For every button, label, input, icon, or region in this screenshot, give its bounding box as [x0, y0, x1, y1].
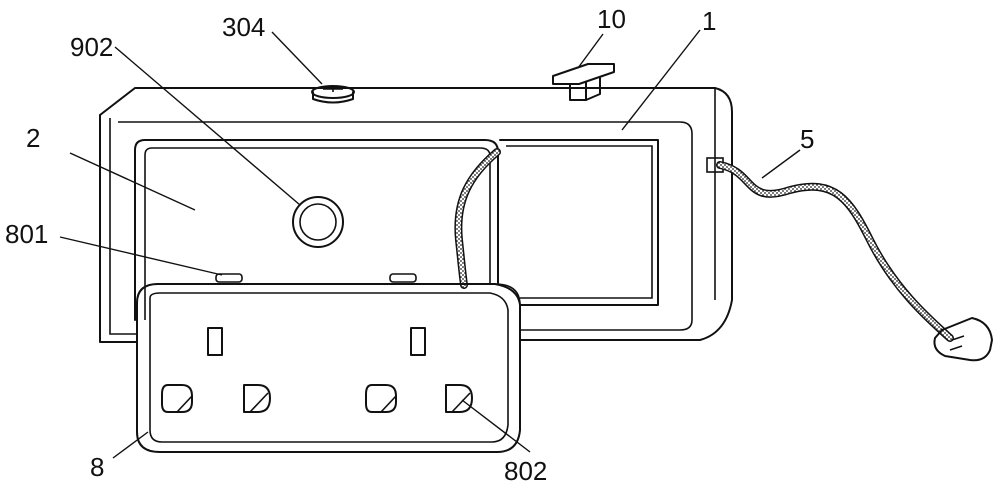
top-tab	[552, 63, 615, 101]
label-5: 5	[800, 124, 814, 154]
socket-module	[136, 283, 521, 453]
label-902: 902	[70, 32, 113, 62]
socket-holes	[161, 327, 473, 413]
internal-cable	[454, 148, 501, 289]
housing	[99, 87, 733, 343]
label-8: 8	[90, 452, 104, 482]
side-panel	[499, 139, 659, 306]
label-802: 802	[504, 456, 547, 486]
round-button	[292, 196, 344, 248]
label-2: 2	[26, 123, 40, 153]
top-knob	[311, 85, 355, 104]
guide-pins	[215, 273, 417, 283]
label-10: 10	[597, 4, 626, 34]
leader-lines	[59, 29, 801, 459]
label-801: 801	[5, 219, 48, 249]
external-cable	[706, 157, 993, 362]
label-304: 304	[222, 12, 265, 42]
recess-cavity	[134, 139, 499, 321]
label-1: 1	[702, 6, 716, 36]
